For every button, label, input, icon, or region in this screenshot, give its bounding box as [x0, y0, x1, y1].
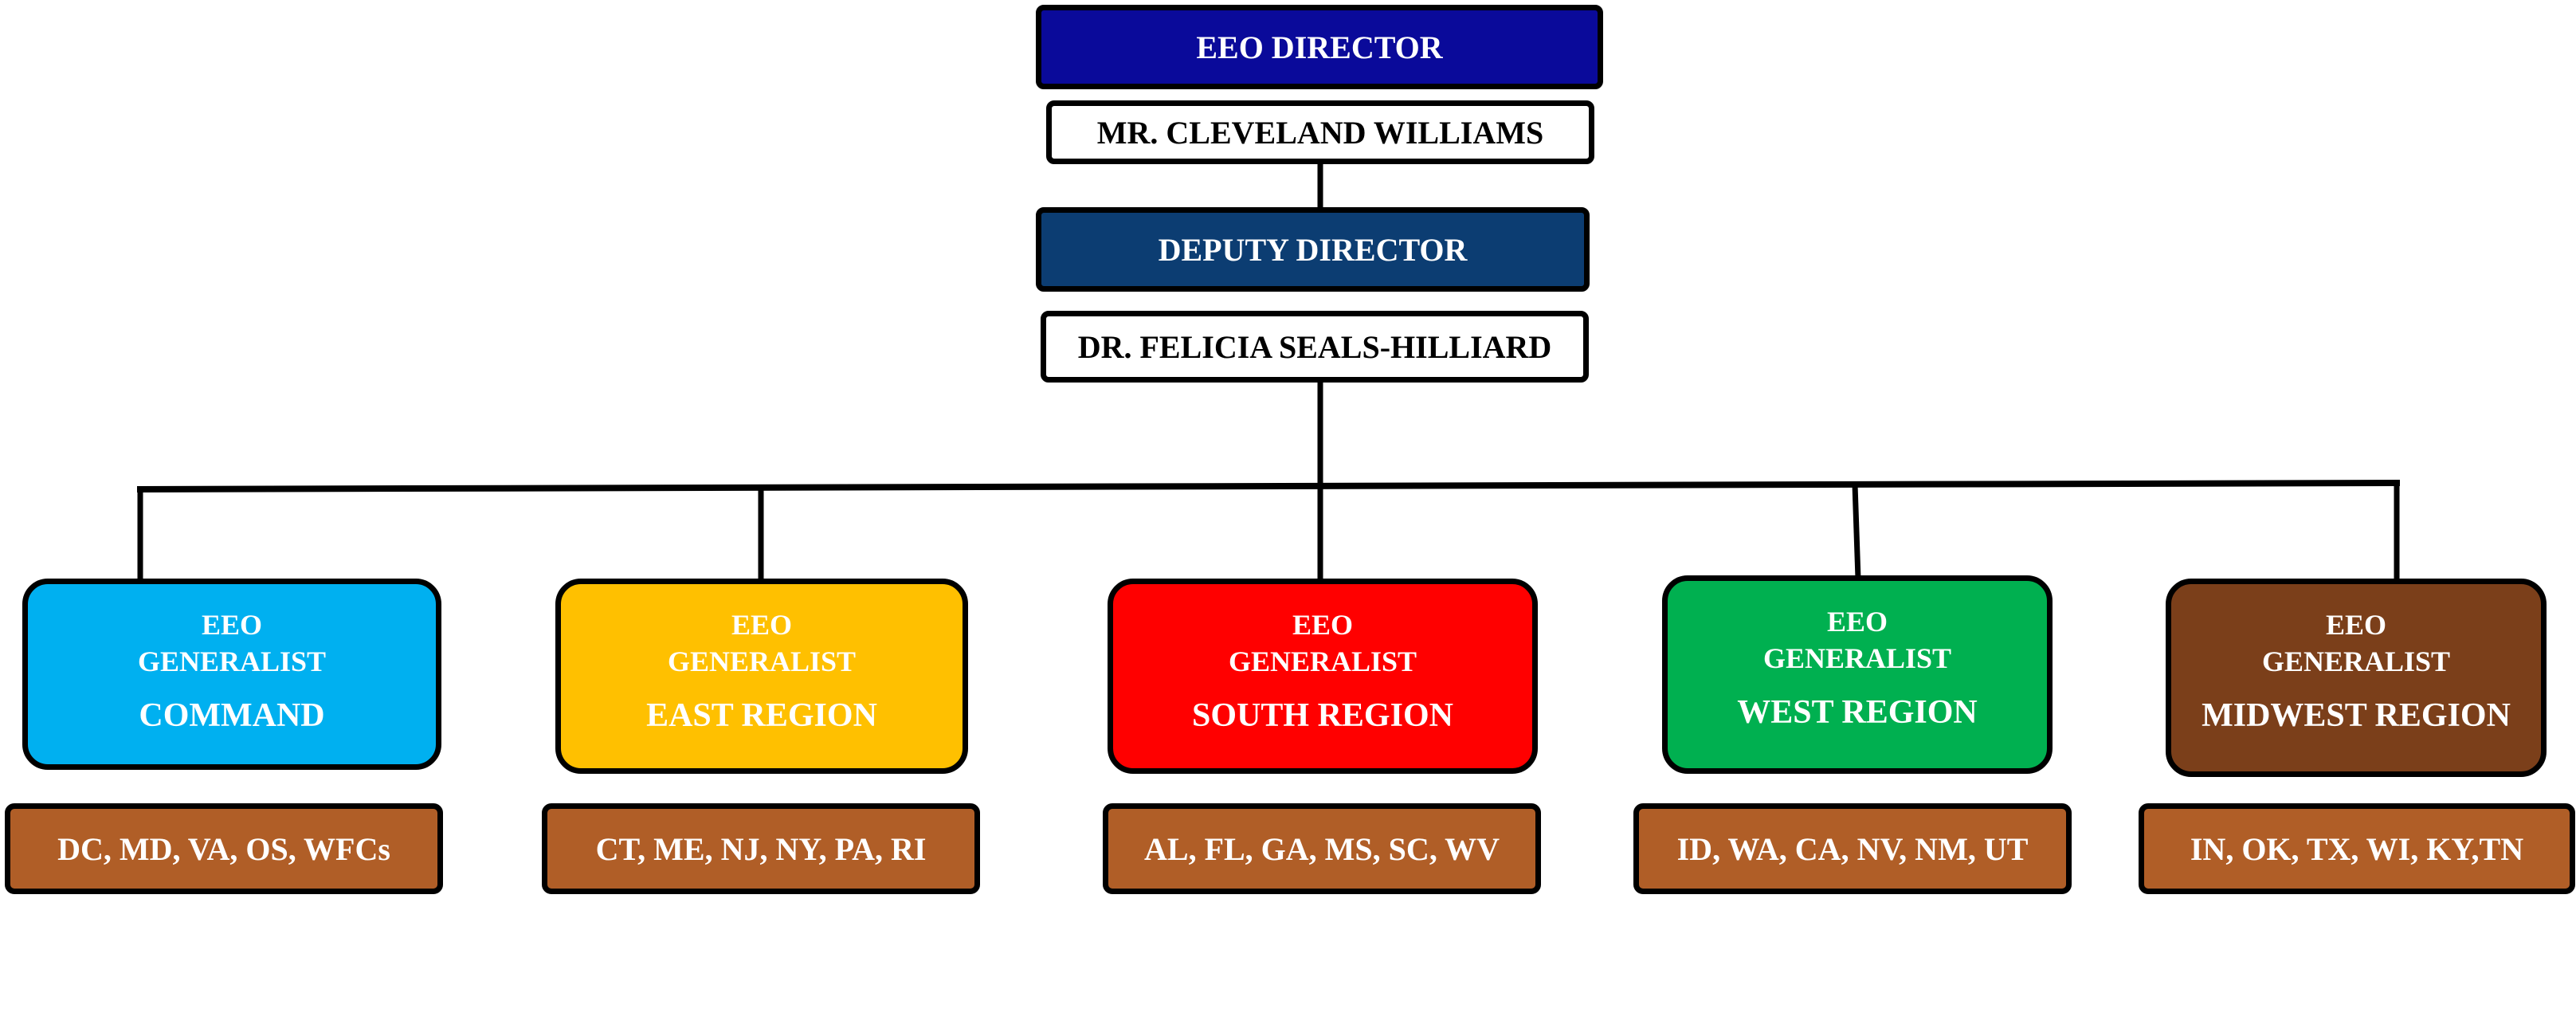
region-line2: GENERALIST [137, 645, 327, 677]
states-list: AL, FL, GA, MS, SC, WV [1144, 830, 1500, 867]
states-box-midwest: IN, OK, TX, WI, KY,TN [2139, 803, 2575, 894]
region-box-south: EEO GENERALIST SOUTH REGION [1108, 579, 1538, 774]
connector-drop-west [1852, 484, 1861, 579]
region-line1: EEO [201, 609, 263, 641]
director-name-box: MR. CLEVELAND WILLIAMS [1046, 100, 1594, 164]
states-list: DC, MD, VA, OS, WFCs [57, 830, 390, 867]
region-line1: EEO [731, 609, 793, 641]
region-box-command: EEO GENERALIST COMMAND [22, 579, 441, 770]
states-list: CT, ME, NJ, NY, PA, RI [595, 830, 927, 867]
states-list: IN, OK, TX, WI, KY,TN [2190, 830, 2524, 867]
director-title: EEO DIRECTOR [1196, 29, 1443, 65]
region-line2: GENERALIST [667, 645, 857, 677]
states-box-west: ID, WA, CA, NV, NM, UT [1633, 803, 2072, 894]
connector-horizontal-bar [136, 480, 2401, 492]
region-line1: EEO [1292, 609, 1354, 641]
region-line1: EEO [2325, 609, 2387, 641]
region-line2: GENERALIST [2261, 645, 2451, 677]
states-box-east: CT, ME, NJ, NY, PA, RI [542, 803, 980, 894]
region-name: EAST REGION [646, 697, 877, 734]
region-box-east: EEO GENERALIST EAST REGION [555, 579, 968, 774]
deputy-title: DEPUTY DIRECTOR [1158, 231, 1468, 268]
states-list: ID, WA, CA, NV, NM, UT [1676, 830, 2029, 867]
region-name: MIDWEST REGION [2202, 697, 2511, 734]
director-name: MR. CLEVELAND WILLIAMS [1096, 114, 1544, 151]
region-name: COMMAND [139, 697, 325, 734]
deputy-name-box: DR. FELICIA SEALS-HILLIARD [1041, 311, 1589, 383]
states-box-south: AL, FL, GA, MS, SC, WV [1103, 803, 1541, 894]
region-name: WEST REGION [1737, 694, 1978, 731]
region-line1: EEO [1826, 606, 1888, 638]
deputy-name: DR. FELICIA SEALS-HILLIARD [1077, 328, 1552, 365]
region-line2: GENERALIST [1762, 642, 1952, 674]
region-name: SOUTH REGION [1192, 697, 1453, 734]
director-title-box: EEO DIRECTOR [1036, 5, 1603, 89]
region-box-midwest: EEO GENERALIST MIDWEST REGION [2166, 579, 2547, 777]
deputy-title-box: DEPUTY DIRECTOR [1036, 207, 1590, 292]
region-box-west: EEO GENERALIST WEST REGION [1662, 575, 2053, 774]
states-box-command: DC, MD, VA, OS, WFCs [5, 803, 443, 894]
region-line2: GENERALIST [1228, 645, 1417, 677]
